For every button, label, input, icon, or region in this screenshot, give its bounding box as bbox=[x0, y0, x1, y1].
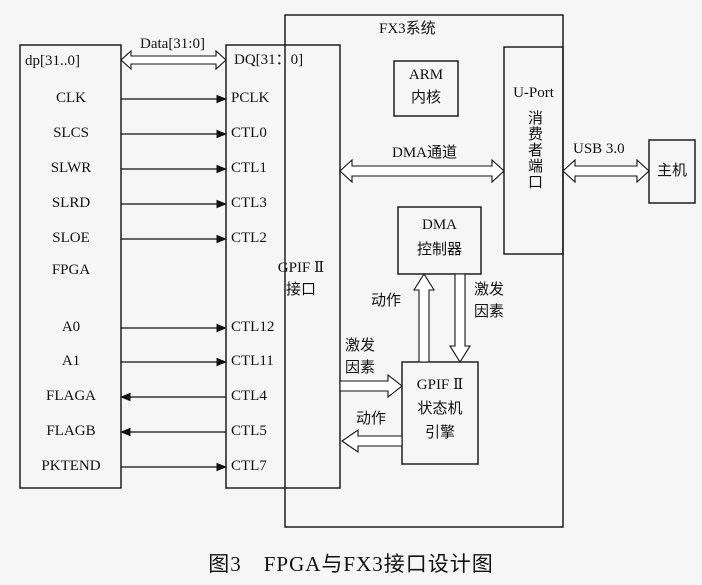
gpif-pin-ctl5: CTL5 bbox=[231, 423, 267, 439]
arm-core-label: ARM bbox=[408, 67, 444, 83]
gpif-pin-ctl7: CTL7 bbox=[231, 458, 267, 474]
uport-sub-label: 消费者端口 bbox=[526, 110, 542, 190]
uport-box bbox=[503, 46, 564, 255]
action-out-arrow bbox=[341, 428, 403, 454]
trigger-in-label-2: 因素 bbox=[345, 360, 376, 376]
gpif-pin-pclk: PCLK bbox=[231, 90, 270, 106]
gpif-pin-ctl0: CTL0 bbox=[231, 125, 267, 141]
dma-channel-label: DMA通道 bbox=[392, 145, 458, 161]
fpga-signal-pktend: PKTEND bbox=[41, 458, 101, 474]
fx3-system-title: FX3系统 bbox=[379, 21, 436, 37]
fpga-name: FPGA bbox=[51, 262, 91, 278]
gpif-bus-label: DQ[31：0] bbox=[234, 52, 304, 68]
action-out-label: 动作 bbox=[356, 411, 387, 427]
gpif-interface-box bbox=[225, 44, 341, 489]
fpga-bus-label: dp[31..0] bbox=[25, 53, 80, 69]
dma-controller-label: DMA bbox=[421, 217, 457, 233]
action-up-label: 动作 bbox=[371, 293, 402, 309]
data-bus-label: Data[31:0] bbox=[140, 36, 205, 52]
trigger-in-arrow bbox=[339, 373, 403, 399]
dma-channel-arrow bbox=[339, 158, 505, 184]
state-machine-sub-2: 引擎 bbox=[424, 425, 455, 441]
fpga-signal-flagb: FLAGB bbox=[46, 423, 96, 439]
fpga-signal-slcs: SLCS bbox=[53, 125, 89, 141]
gpif-pin-ctl4: CTL4 bbox=[231, 388, 267, 404]
fpga-signal-slwr: SLWR bbox=[50, 160, 92, 176]
gpif-pin-ctl2: CTL2 bbox=[231, 230, 267, 246]
gpif-pin-ctl1: CTL1 bbox=[231, 160, 267, 176]
gpif-state-machine-box bbox=[401, 361, 479, 465]
usb-label: USB 3.0 bbox=[573, 141, 625, 157]
fpga-signal-clk: CLK bbox=[56, 90, 86, 106]
trigger-down-label-2: 因素 bbox=[474, 304, 505, 320]
gpif-title: GPIF Ⅱ bbox=[277, 260, 325, 276]
gpif-pin-ctl3: CTL3 bbox=[231, 195, 267, 211]
host-label: 主机 bbox=[656, 163, 687, 179]
dma-controller-box bbox=[397, 206, 482, 275]
fpga-signal-sloe: SLOE bbox=[52, 230, 90, 246]
trigger-down-label: 激发 bbox=[474, 282, 505, 298]
trigger-in-label: 激发 bbox=[345, 338, 376, 354]
fx3-system-box bbox=[284, 14, 564, 528]
gpif-pin-ctl11: CTL11 bbox=[231, 353, 274, 369]
fpga-signal-a1: A1 bbox=[61, 353, 81, 369]
fpga-box bbox=[19, 44, 122, 489]
fpga-signal-flaga: FLAGA bbox=[45, 388, 96, 404]
fpga-signal-a0: A0 bbox=[61, 319, 81, 335]
uport-label: U-Port bbox=[513, 85, 554, 101]
arm-core-box bbox=[393, 60, 459, 117]
arm-core-sub: 内核 bbox=[410, 90, 441, 106]
trigger-down-arrow bbox=[449, 273, 471, 364]
gpif-pin-ctl12: CTL12 bbox=[231, 319, 275, 335]
data-bus-arrow bbox=[120, 49, 227, 71]
fpga-signal-slrd: SLRD bbox=[51, 195, 91, 211]
dma-controller-sub: 控制器 bbox=[416, 242, 462, 258]
gpif-title-sub: 接口 bbox=[285, 282, 316, 298]
state-machine-sub: 状态机 bbox=[417, 401, 463, 417]
figure-caption: 图3 FPGA与FX3接口设计图 bbox=[208, 552, 494, 576]
usb-link-arrow bbox=[562, 158, 650, 184]
state-machine-title: GPIF Ⅱ bbox=[416, 377, 464, 393]
action-up-arrow bbox=[413, 272, 435, 363]
